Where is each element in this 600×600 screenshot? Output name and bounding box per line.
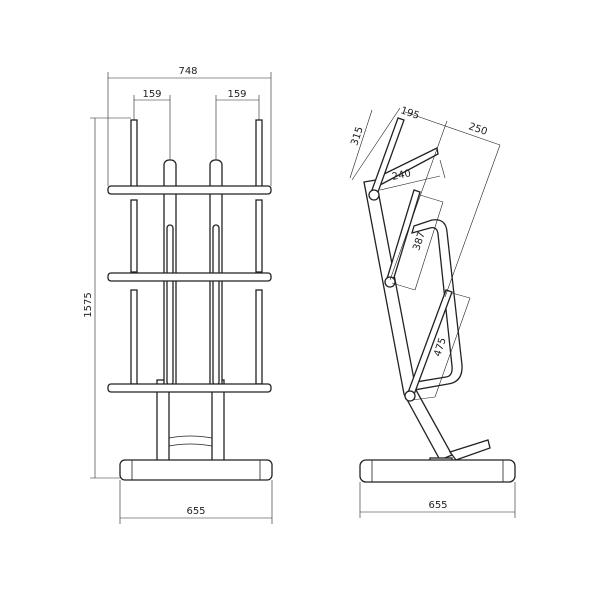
peg [166,224,174,386]
side-view: 195 250 315 240 387 475 655 [349,105,516,518]
dim-right-peg-spacing: 159 [227,89,246,100]
dim-side-base-length: 655 [428,500,447,511]
peg [130,119,138,191]
dim-depth: 250 [467,121,489,138]
peg [130,289,138,385]
peg [255,289,263,385]
dim-middle-peg: 387 [411,230,427,252]
peg [130,199,138,273]
dim-overall-width: 748 [178,66,197,77]
peg [255,119,263,191]
side-dimension-lines [349,107,516,518]
dim-left-peg-spacing: 159 [142,89,161,100]
joint [384,276,396,288]
crossbar-middle [107,272,272,282]
front-view: 748 159 159 1575 655 [83,66,273,524]
side-base [359,459,516,483]
joint [404,390,416,402]
leg-brace [168,435,213,447]
peg [212,224,220,386]
dim-front-base-width: 655 [186,506,205,517]
crossbar-bottom [107,383,272,393]
front-base [119,459,273,481]
dim-overall-height: 1575 [83,292,94,317]
peg [255,199,263,273]
dim-top-shelf: 240 [391,168,412,183]
joint [368,189,380,201]
crossbar-top [107,185,272,195]
rear-foot [448,439,491,461]
dim-top-peg: 315 [349,125,365,147]
dimension-lines [90,72,273,524]
